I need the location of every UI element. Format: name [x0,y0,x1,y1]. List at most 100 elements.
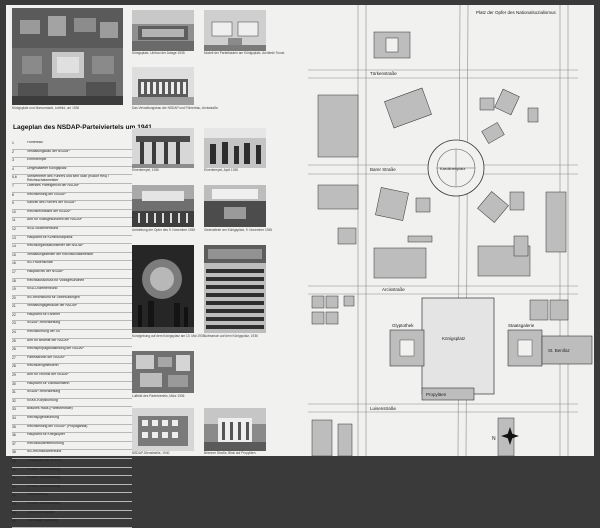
legend-divider [12,182,132,184]
legend-text: Reichsleitung der NSDAP [27,192,66,196]
legend-number: 7 [12,183,14,188]
legend-text: Reichsführung der SS [27,330,61,334]
caption-row6-left: NSDAP-Dienststelle, 1940 [132,451,170,455]
caption-row2-left: Ehrentempel, 1936 [132,168,159,172]
legend-text: Hauptamt für Volkswohlfahrt [27,381,70,385]
legend-number: 30 [12,381,16,386]
legend-number: 21 [12,304,16,309]
legend-number: 19 [12,287,16,292]
legend-divider [12,243,132,245]
legend-divider [12,397,132,399]
legend-divider [12,303,132,305]
photo-row2-left-image [132,128,194,168]
legend-text: Verwaltungsgebäude der NSDAP [27,304,78,308]
legend-divider [12,225,132,227]
legend-divider [12,260,132,262]
legend-text: Reichsorganisationsleiter der NSDAP [27,244,84,248]
legend-divider [12,337,132,339]
legend-text: Reichsjugendführung [27,416,60,419]
legend-divider [12,406,132,408]
legend-number: 27 [12,355,16,360]
legend-divider [12,251,132,253]
legend-text: Oberstes Parteigericht der NSDAP [27,183,80,187]
legend-text: Ehemalige Nuntiatur [27,519,58,523]
legend-item: 30 Hauptamt für Volkswohlfahrt [12,382,132,391]
legend-divider [12,294,132,296]
legend-text: Parteikanzlei der NSDAP [27,355,65,359]
legend-number: 12 [12,226,16,231]
legend-divider [12,329,132,331]
legend-divider [12,372,132,374]
legend-item: 4 Umgestalteter Königsplatz [12,167,132,176]
legend-divider [12,200,132,202]
photo-mid [132,67,194,105]
legend-text: NSDAP-Reichsleitung [27,484,61,488]
legend-number: 20 [12,295,16,300]
legend-text: Verwaltungsstellen der Reichsschatzmeist… [27,252,94,256]
legend-text: Amt für Technik der NSDAP [27,373,69,377]
legend-text: Reichspropagandaleitung der NSDAP [27,347,84,351]
label-north: N [492,436,496,442]
photo-top-right-image [204,10,266,51]
north-arrow-icon [501,427,519,445]
label-arcisstrasse: Arcisstraße [382,287,405,292]
legend-number: 45 [12,510,16,515]
label-luisenstrasse: Luisenstraße [370,406,397,411]
legend-number: 10 [12,209,16,214]
legend-number: 28 [12,364,16,369]
legend-text: NS-Rechtswahrerbund [27,450,62,454]
legend-divider [12,432,132,434]
legend-text: Reichszeugmeisterei [27,364,59,368]
legend-item: 28 Reichszeugmeisterei [12,364,132,374]
caption-mid: Das Verwaltungsbau der NSDAP und Führerb… [132,106,219,110]
legend-item: 45 Kunstsammlungen [12,511,132,520]
legend-number: 9 [12,201,14,206]
legend-number: 5,6 [12,175,17,180]
legend-number: 14 [12,244,16,249]
legend-text: Reichsleitung der NSDAP (Propaganda) [27,424,88,428]
photo-mid-image [132,67,194,105]
legend-text: Umgestalteter Königsplatz [27,166,67,170]
label-propylaeen: Propyläen [426,392,447,397]
label-tuerkenstrasse: Türkenstraße [370,71,397,76]
legend-text: Reichsleitung [27,493,48,497]
legend-number: 37 [12,441,16,446]
legend-divider [12,363,132,365]
legend-divider [12,234,132,236]
label-staatsgalerie: Staatsgalerie [508,323,535,328]
photo-row5-left [132,351,194,393]
legend-text: Hauptarchiv der NSDAP [27,269,64,273]
legend-text: Ortsgruppe der NSDAP [27,458,63,462]
caption-row3-left: Umbettung der Opfer des 9. November 1935 [132,228,196,232]
legend-number: 41 [12,476,16,481]
legend-divider [12,208,132,210]
legend-number: 4 [12,166,14,171]
legend-divider [12,148,132,150]
legend-item: 27 Parteikanzlei der NSDAP [12,356,132,365]
label-barer-strasse: Barer Straße [370,167,396,172]
legend-number: 31 [12,390,16,395]
legend-number: 3 [12,158,14,163]
legend-divider [12,217,132,219]
legend-text: Kunstsammlungen [27,510,56,514]
site-map-svg: Platz der Opfer des Nationalsozialismus … [298,4,594,456]
legend-number: 42 [12,484,16,489]
photo-top-mid [132,10,194,51]
aerial-photo-image [12,8,123,105]
legend-text: Hauptamt für Kriegsopfer [27,433,65,437]
